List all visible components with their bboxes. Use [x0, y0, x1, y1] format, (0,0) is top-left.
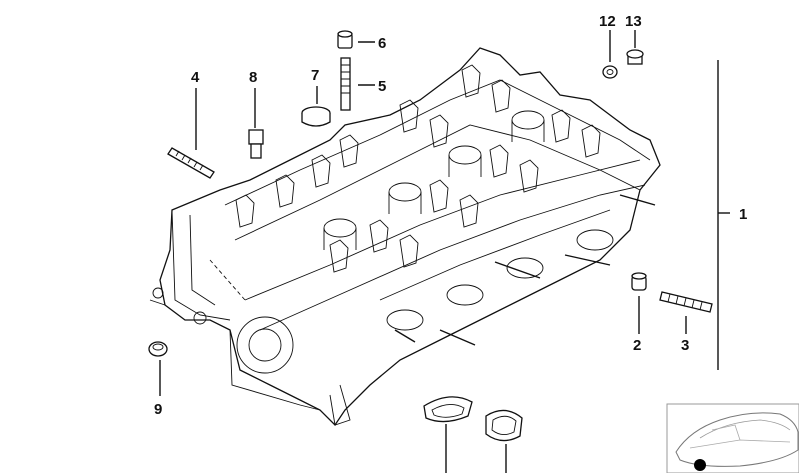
callout-5: 5: [378, 78, 386, 95]
callout-3: 3: [681, 337, 689, 354]
sleeve-part-7[interactable]: [301, 106, 331, 127]
callout-4: 4: [191, 69, 200, 86]
plug-part-9[interactable]: [148, 341, 168, 357]
gasket-right[interactable]: [485, 409, 523, 442]
callout-1: 1: [739, 206, 747, 223]
callout-2: 2: [633, 337, 641, 354]
vehicle-thumbnail: [666, 403, 799, 473]
cylinder-head[interactable]: [149, 47, 661, 427]
gasket-left[interactable]: [423, 396, 473, 423]
plug-part-13[interactable]: [626, 49, 644, 65]
stud-part-3[interactable]: [659, 291, 713, 313]
callout-9: 9: [154, 401, 162, 418]
callout-12: 12: [599, 13, 616, 30]
bolt-part-8[interactable]: [248, 129, 264, 159]
callout-7: 7: [311, 67, 319, 84]
stud-part-4[interactable]: [167, 147, 215, 179]
nut-part-6[interactable]: [337, 30, 353, 49]
callout-8: 8: [249, 69, 257, 86]
washer-part-12[interactable]: [602, 65, 618, 79]
sleeve-part-2[interactable]: [631, 272, 647, 291]
callout-6: 6: [378, 35, 386, 52]
leader-lines: [159, 30, 730, 473]
callout-13: 13: [625, 13, 642, 30]
stud-part-5[interactable]: [340, 57, 351, 111]
location-dot-icon: [694, 459, 706, 471]
